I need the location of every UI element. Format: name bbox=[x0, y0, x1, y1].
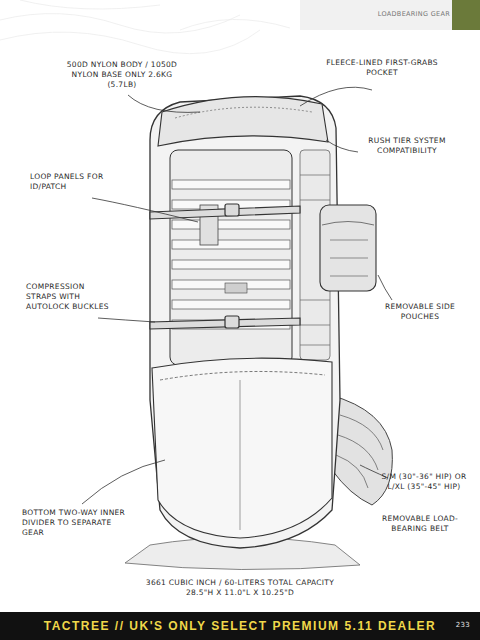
callout-label: S/M (30"-36" HIP) OR L/XL (35"-45" HIP) bbox=[378, 472, 470, 492]
page-number: 233 bbox=[440, 621, 470, 630]
callout-label: BOTTOM TWO-WAY INNER DIVIDER TO SEPARATE… bbox=[22, 508, 126, 537]
callout-label: 500D NYLON BODY / 1050D NYLON BASE ONLY … bbox=[62, 60, 182, 89]
callout-label: RUSH TIER SYSTEM COMPATIBILITY bbox=[352, 136, 462, 156]
section-header: LOADBEARING GEAR bbox=[360, 10, 450, 18]
callout-label: COMPRESSION STRAPS WITH AUTOLOCK BUCKLES bbox=[26, 282, 110, 311]
footer-text: TACTREE // UK'S ONLY SELECT PREMIUM 5.11… bbox=[44, 619, 437, 633]
callout-label: FLEECE-LINED FIRST-GRABS POCKET bbox=[322, 58, 442, 78]
callout-label: LOOP PANELS FOR ID/PATCH bbox=[30, 172, 108, 192]
footer-band: TACTREE // UK'S ONLY SELECT PREMIUM 5.11… bbox=[0, 612, 480, 640]
callout-label: REMOVABLE SIDE POUCHES bbox=[372, 302, 468, 322]
callout-label: 3661 CUBIC INCH / 60-LITERS TOTAL CAPACI… bbox=[135, 578, 345, 598]
callout-label: REMOVABLE LOAD-BEARING BELT bbox=[368, 514, 472, 534]
